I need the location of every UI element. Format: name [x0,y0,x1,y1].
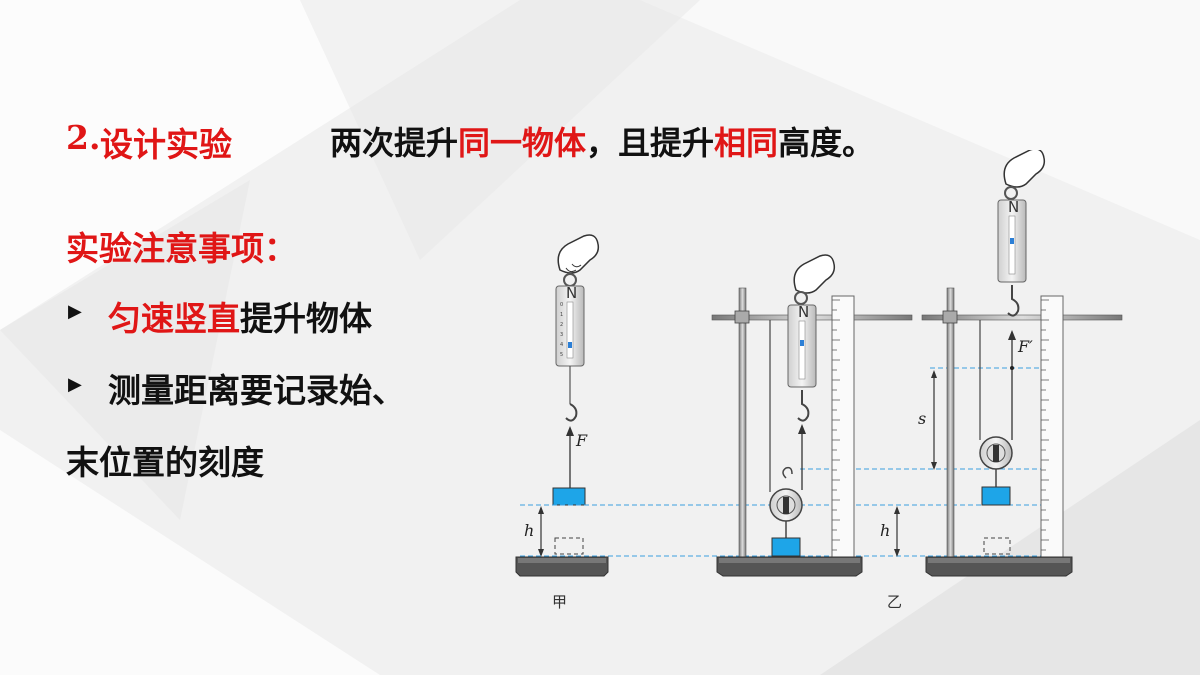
svg-text:N: N [566,284,577,302]
ruler-yi-1 [831,295,855,559]
ruler-yi-2 [1040,295,1064,559]
experiment-statement: 两次提升同一物体，且提升相同高度。 [330,118,874,164]
statement-part-5: 高度。 [778,124,875,162]
hook [1007,285,1020,317]
svg-text:5: 5 [560,352,563,358]
caption-yi: 乙 [887,593,902,611]
hook [565,403,578,422]
statement-part-3: ，且提升 [586,124,715,162]
hand-icon [1003,150,1046,188]
hand-icon [557,234,600,274]
setup-jia: N 0 1 2 3 4 5 F h 甲 [515,234,609,611]
bullet-triangle-icon: ▶ [68,374,82,395]
height-label-h-left: h [524,521,534,540]
spring-scale-yi-2: N [997,198,1027,283]
bullet-item-1: 匀速竖直提升物体 [108,292,372,340]
blue-block-yi-2-raised [981,486,1011,506]
bullet-triangle-icon: ▶ [68,301,82,322]
setup-yi-after: N F′ s [918,150,1123,577]
heading-number: 2. [66,118,101,157]
statement-part-1: 两次提升 [330,124,459,162]
svg-text:3: 3 [560,332,563,338]
svg-text:0: 0 [560,302,563,308]
blue-block-yi-1 [771,537,801,557]
svg-text:2: 2 [560,322,563,328]
statement-highlight-same-object: 同一物体 [458,124,587,162]
spring-scale-jia: N 0 1 2 3 4 5 [555,284,585,367]
distance-label-s: s [918,409,926,428]
blue-block-raised [552,487,586,506]
movable-pulley-yi-1 [769,466,803,538]
bullet-1-highlight: 匀速竖直 [108,299,240,338]
dashed-block-original [554,537,584,555]
caption-jia: 甲 [552,593,567,611]
bullet-1-text: 提升物体 [240,299,372,338]
spring-scale-yi-1: N [787,303,817,388]
force-label-F: F [575,431,588,450]
dashed-block-yi-2-original [983,537,1011,555]
bullet-item-2-line-2: 末位置的刻度 [66,443,264,482]
svg-text:4: 4 [560,342,563,348]
notes-title: 实验注意事项： [66,229,297,268]
hook [797,390,810,422]
force-label-F-prime: F′ [1017,337,1033,356]
heading-label: 设计实验 [100,125,232,164]
svg-text:N: N [1008,198,1019,216]
statement-highlight-same: 相同 [714,124,779,162]
hand-icon [793,254,836,294]
experiment-diagram: N 0 1 2 3 4 5 F h 甲 [515,150,1123,611]
svg-text:1: 1 [560,312,563,318]
height-label-h-right: h [880,521,890,540]
svg-text:N: N [798,303,809,321]
bullet-item-2-line-1: 测量距离要记录始、 [108,371,405,410]
setup-yi-before: N h [711,254,913,577]
movable-pulley-yi-2 [979,436,1013,487]
